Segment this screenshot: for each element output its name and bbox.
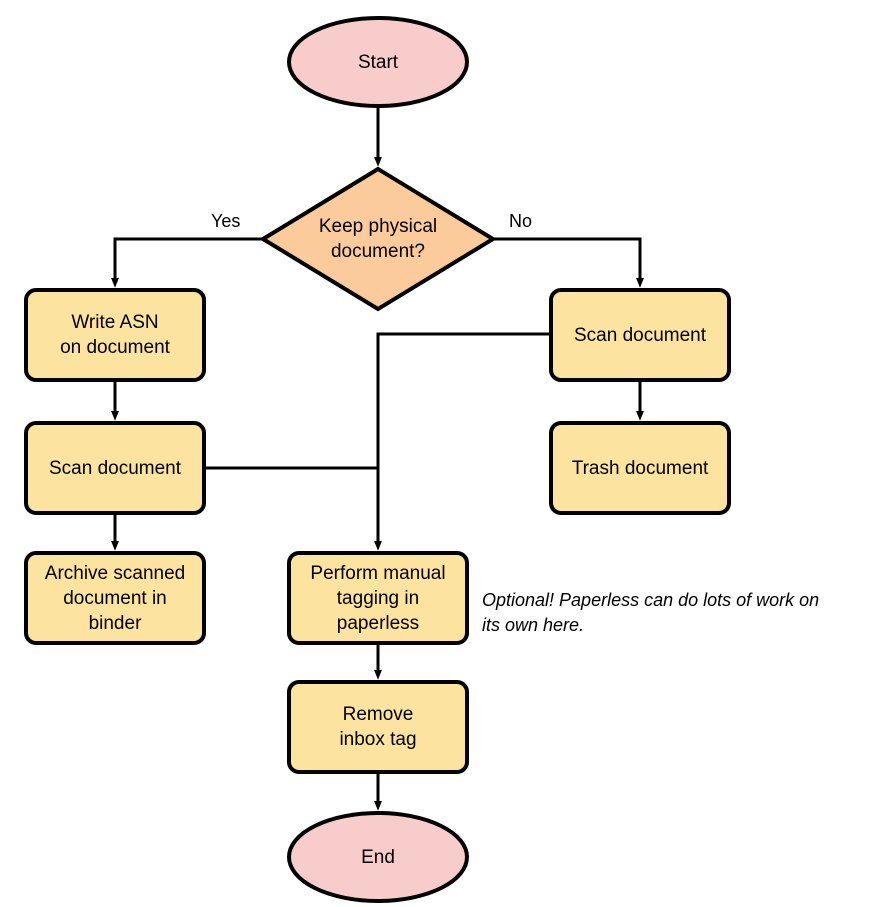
edge-label-yes: Yes (211, 211, 241, 231)
node-end-shape[interactable] (287, 811, 469, 903)
node-trash-document-shape[interactable] (549, 421, 731, 515)
edge-scan-right-to-tagging (374, 332, 551, 551)
node-start-shape[interactable] (287, 16, 469, 108)
node-keep-physical-document-shape[interactable] (259, 166, 497, 312)
node-scan-document-left-shape[interactable] (24, 421, 206, 515)
node-write-asn-on-document-shape[interactable] (24, 288, 206, 382)
node-remove-inbox-tag-shape[interactable] (287, 680, 469, 774)
edge-decision-to-scan-right (493, 237, 644, 288)
node-archive-scanned-document-in-binder-shape[interactable] (24, 551, 206, 645)
edge-decision-to-write-asn (111, 237, 263, 288)
node-perform-manual-tagging-in-paperless-shape[interactable] (287, 551, 469, 645)
optional-note: Optional! Paperless can do lots of work … (482, 590, 820, 635)
node-scan-document-right-shape[interactable] (549, 288, 731, 382)
edge-label-no: No (509, 211, 533, 231)
